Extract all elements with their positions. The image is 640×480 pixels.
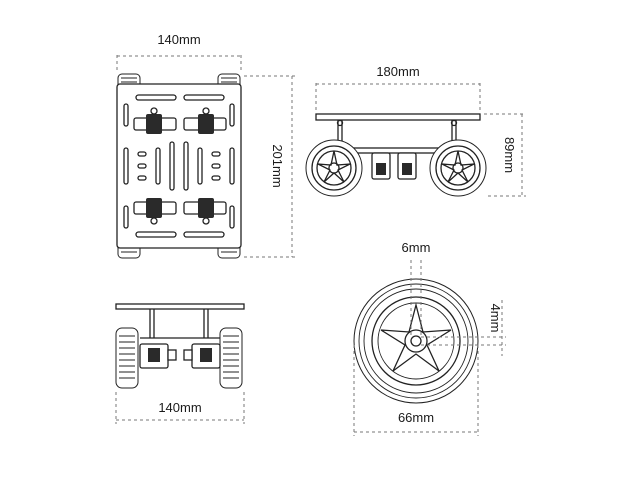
top-view-width-label: 140mm (157, 32, 200, 47)
wheel-rim (371, 296, 461, 386)
wheel-hub (404, 329, 428, 353)
wheel-bore-label: 6mm (402, 240, 431, 255)
front-view-top-plate (115, 303, 245, 310)
wheel-spokes (380, 302, 452, 372)
side-view-wheel-left (305, 139, 363, 197)
front-view-wheel-tread (119, 335, 239, 379)
top-view-slots (123, 94, 235, 238)
top-view-length-label: 201mm (270, 144, 285, 187)
side-view-top-plate (315, 113, 481, 121)
top-view-chassis-plate (116, 83, 242, 249)
front-view-standoffs (140, 309, 220, 339)
top-view-motor-mounts (133, 107, 227, 225)
side-view: 180mm 89mm (305, 64, 526, 197)
front-view: 140mm (115, 303, 245, 424)
wheel-bore (410, 335, 422, 347)
front-view-width-label: 140mm (158, 400, 201, 415)
side-view-height-label: 89mm (502, 137, 517, 173)
side-view-motors (371, 152, 417, 180)
side-view-standoffs (336, 119, 458, 150)
wheel-flat-label: 4mm (488, 304, 503, 333)
front-view-wheel-left (115, 327, 139, 389)
wheel-detail: 6mm 4mm 66mm (353, 240, 506, 436)
side-view-wheel-right (429, 139, 487, 197)
side-view-length-label: 180mm (376, 64, 419, 79)
wheel-tire-tread (358, 283, 474, 399)
front-view-motors (139, 343, 221, 369)
front-view-wheel-right (219, 327, 243, 389)
top-view: 140mm 201mm (116, 32, 296, 259)
wheel-diameter-label: 66mm (398, 410, 434, 425)
